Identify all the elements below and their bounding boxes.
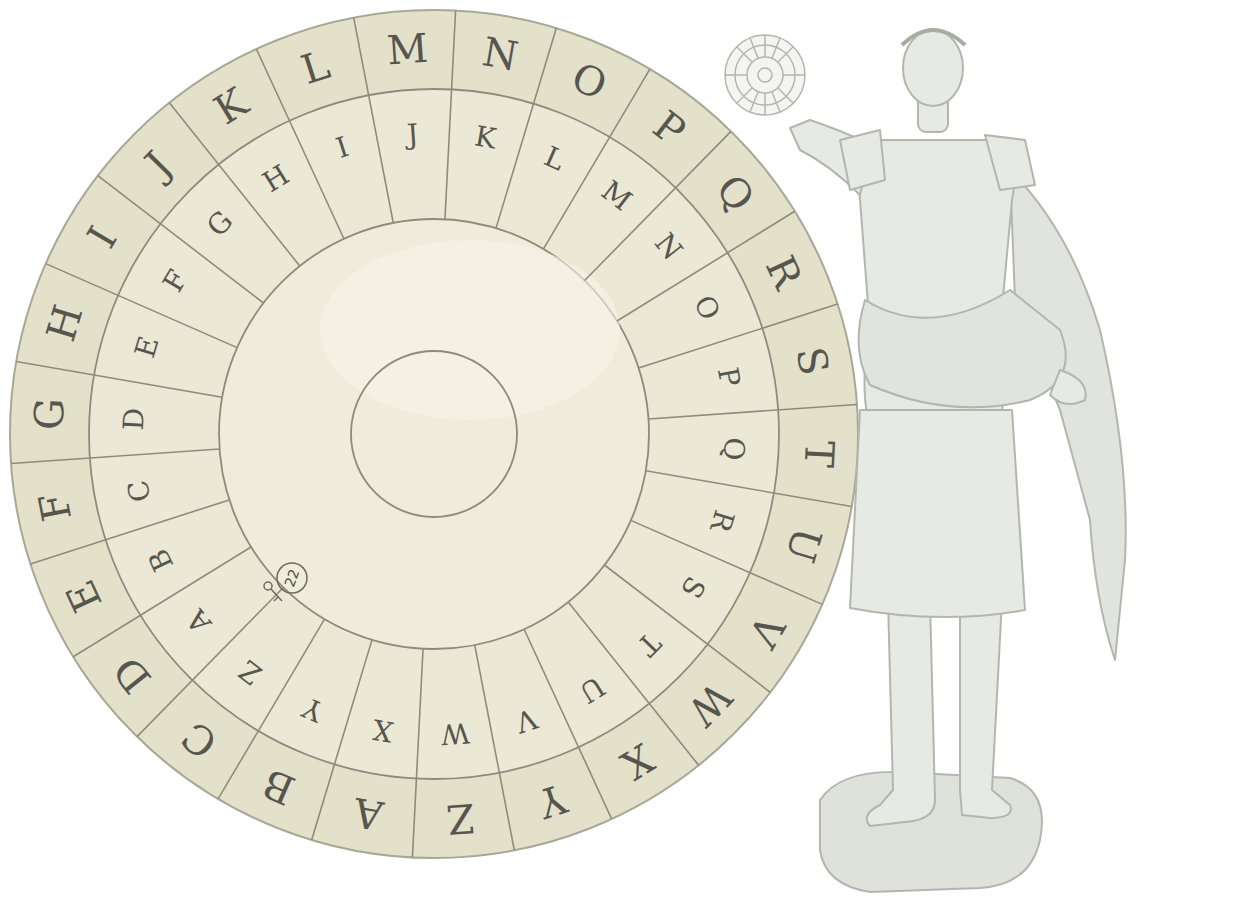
statue-mini-wheel: [725, 35, 805, 115]
inner-ring-letter: D: [120, 407, 149, 431]
inner-ring-letter: Q: [719, 437, 748, 461]
outer-ring-letter: Z: [446, 798, 477, 840]
inner-ring-letter: K: [473, 123, 498, 154]
hub-circle: [351, 351, 517, 517]
outer-ring-letter: A: [350, 792, 385, 836]
key-symbol: [264, 582, 282, 601]
outer-ring-letter: N: [479, 31, 520, 76]
outer-ring-letter: T: [799, 439, 840, 468]
outer-ring: [10, 10, 858, 858]
inner-ring: [89, 89, 779, 779]
inner-ring-letter: W: [440, 718, 471, 748]
segment-dividers: [11, 11, 857, 858]
outer-ring-letter: G: [28, 397, 70, 431]
outer-ring-letter: M: [385, 28, 429, 71]
inner-ring-letter: X: [370, 714, 394, 745]
wheel-center: [219, 219, 649, 649]
statue-figure: [790, 30, 1126, 892]
key-badge: [277, 563, 307, 593]
